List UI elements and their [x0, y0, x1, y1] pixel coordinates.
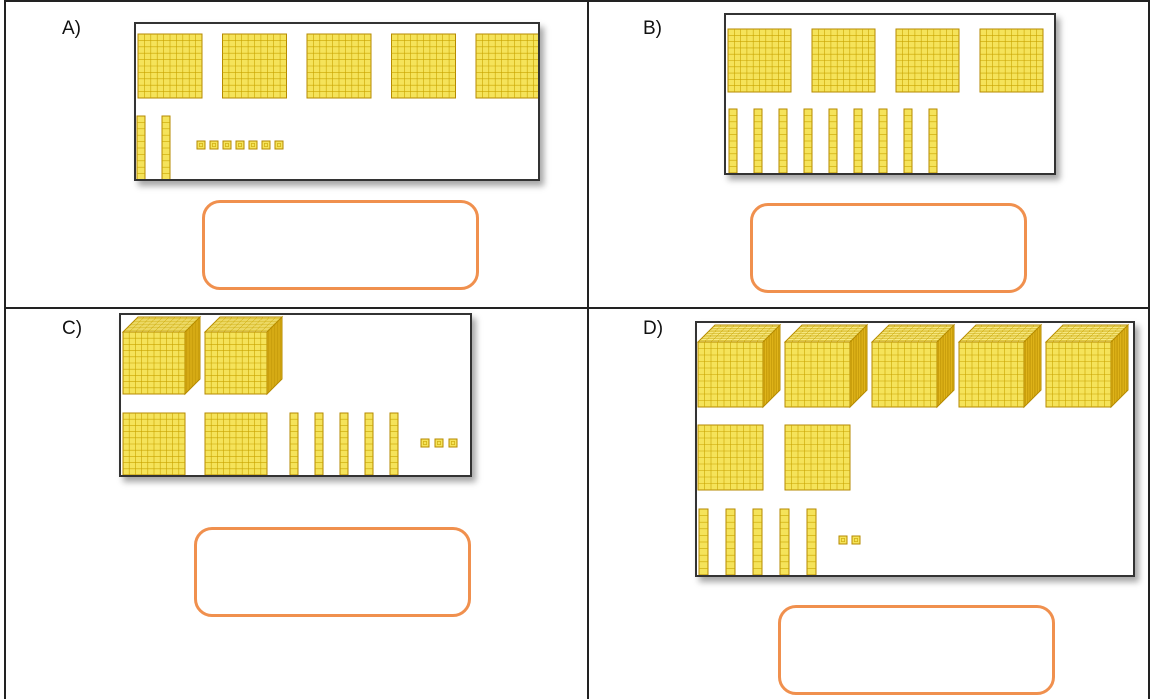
problem-c-label: C)	[62, 318, 82, 340]
hundred-flat-icon	[476, 34, 538, 98]
base-ten-blocks-c	[121, 315, 470, 475]
ten-rod-icon	[904, 109, 912, 173]
problem-b-label: B)	[643, 18, 662, 40]
problem-d-blocks-panel	[695, 321, 1135, 577]
ten-rod-icon	[929, 109, 937, 173]
thousand-cube-icon	[698, 325, 780, 407]
ten-rod-icon	[137, 116, 145, 179]
one-unit-icon	[275, 141, 283, 149]
one-unit-icon	[197, 141, 205, 149]
thousand-cube-icon	[123, 317, 200, 394]
one-unit-icon	[435, 439, 443, 447]
table-divider-vertical	[587, 0, 589, 699]
ten-rod-icon	[804, 109, 812, 173]
ten-rod-icon	[340, 413, 348, 475]
thousand-cube-icon	[1046, 325, 1128, 407]
problem-d-label: D)	[643, 318, 663, 340]
hundred-flat-icon	[307, 34, 371, 98]
table-border-left	[4, 0, 6, 699]
ten-rod-icon	[780, 509, 789, 575]
one-unit-icon	[852, 536, 860, 544]
thousand-cube-icon	[205, 317, 282, 394]
problem-d-answer-box[interactable]	[778, 605, 1055, 695]
ten-rod-icon	[753, 509, 762, 575]
one-unit-icon	[262, 141, 270, 149]
problem-c-blocks-panel	[119, 313, 472, 477]
one-unit-icon	[421, 439, 429, 447]
hundred-flat-icon	[138, 34, 202, 98]
hundred-flat-icon	[223, 34, 287, 98]
ten-rod-icon	[879, 109, 887, 173]
problem-a-label: A)	[62, 18, 81, 40]
ten-rod-icon	[315, 413, 323, 475]
problem-b-answer-box[interactable]	[750, 203, 1027, 293]
problem-c-answer-box[interactable]	[194, 527, 471, 617]
ten-rod-icon	[854, 109, 862, 173]
one-unit-icon	[223, 141, 231, 149]
ten-rod-icon	[754, 109, 762, 173]
hundred-flat-icon	[392, 34, 456, 98]
hundred-flat-icon	[812, 29, 875, 92]
thousand-cube-icon	[872, 325, 954, 407]
ten-rod-icon	[779, 109, 787, 173]
base-ten-blocks-b	[726, 15, 1054, 173]
ten-rod-icon	[807, 509, 816, 575]
one-unit-icon	[249, 141, 257, 149]
hundred-flat-icon	[205, 413, 267, 475]
thousand-cube-icon	[959, 325, 1041, 407]
ten-rod-icon	[365, 413, 373, 475]
ten-rod-icon	[390, 413, 398, 475]
ten-rod-icon	[162, 116, 170, 179]
one-unit-icon	[236, 141, 244, 149]
ten-rod-icon	[290, 413, 298, 475]
hundred-flat-icon	[698, 425, 763, 490]
one-unit-icon	[839, 536, 847, 544]
thousand-cube-icon	[785, 325, 867, 407]
hundred-flat-icon	[785, 425, 850, 490]
base-ten-blocks-a	[136, 24, 538, 179]
problem-b-blocks-panel	[724, 13, 1056, 175]
problem-a-answer-box[interactable]	[202, 200, 479, 290]
one-unit-icon	[210, 141, 218, 149]
ten-rod-icon	[726, 509, 735, 575]
ten-rod-icon	[829, 109, 837, 173]
hundred-flat-icon	[980, 29, 1043, 92]
base-ten-blocks-d	[697, 323, 1133, 575]
hundred-flat-icon	[896, 29, 959, 92]
one-unit-icon	[449, 439, 457, 447]
ten-rod-icon	[699, 509, 708, 575]
ten-rod-icon	[729, 109, 737, 173]
table-divider-horizontal	[4, 307, 1150, 309]
hundred-flat-icon	[123, 413, 185, 475]
hundred-flat-icon	[728, 29, 791, 92]
problem-a-blocks-panel	[134, 22, 540, 181]
table-border-top	[4, 0, 1150, 2]
